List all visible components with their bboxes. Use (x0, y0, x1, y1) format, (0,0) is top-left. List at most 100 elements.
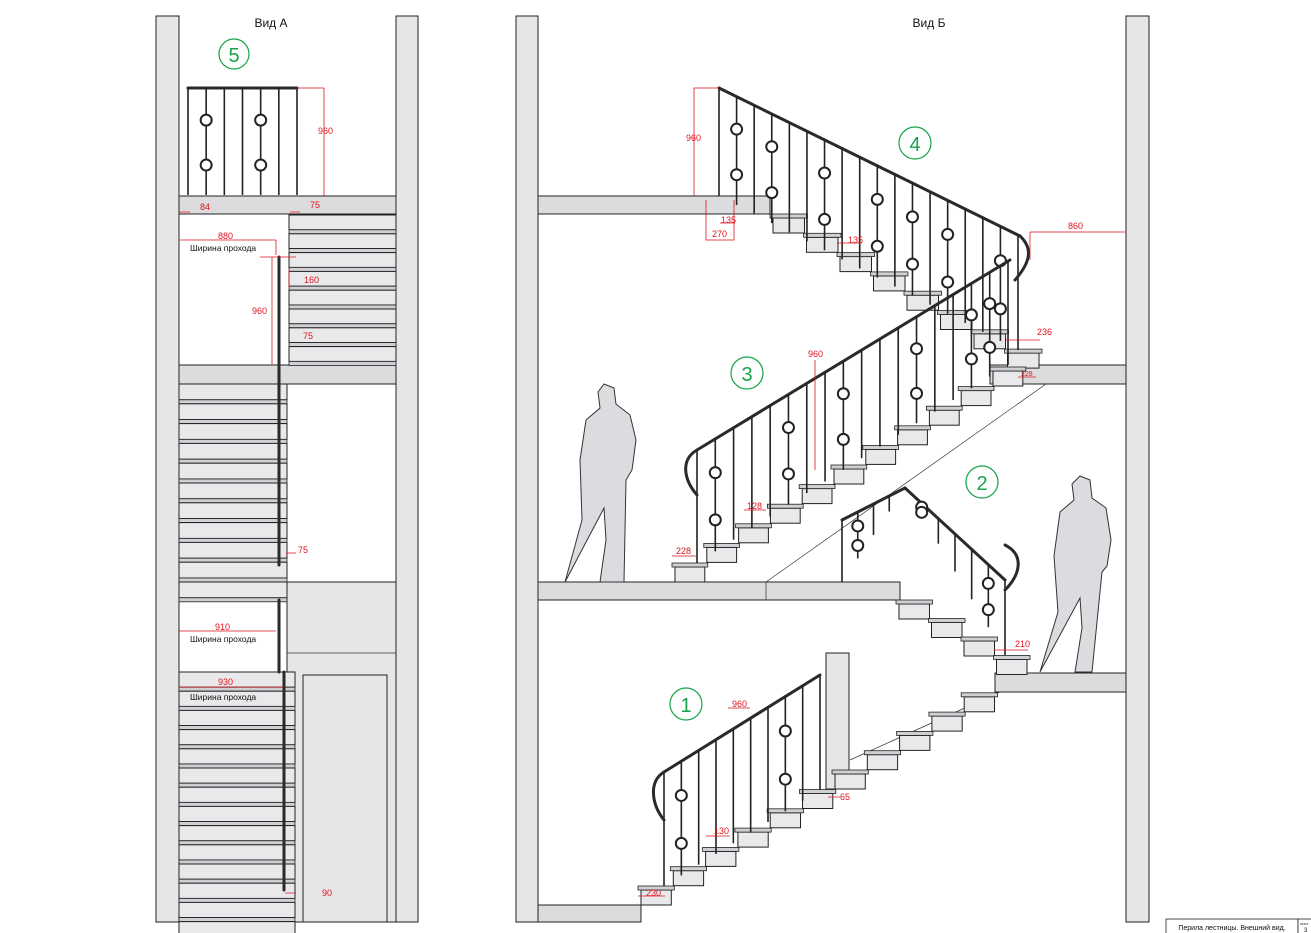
dim-a-84: 84 (200, 202, 210, 212)
stringer-line-3 (765, 383, 1047, 583)
railing-3-ring (708, 466, 722, 480)
wall-left-a (155, 15, 180, 923)
svg-text:5: 5 (228, 45, 239, 67)
step-flight-4-nosing (836, 252, 875, 258)
dim-b-960-3: 960 (808, 349, 823, 359)
railing-4-ring (941, 227, 955, 241)
step-flight-1-upper (963, 696, 996, 713)
step-flight-4 (1007, 352, 1040, 369)
railing-4-ring (905, 257, 919, 271)
mid-landing-a (178, 364, 397, 385)
dim-a-75-b: 75 (303, 331, 313, 341)
tread-a-lower-nosing (178, 878, 296, 884)
step-flight-3 (833, 468, 865, 485)
step-flight-3-nosing (894, 425, 931, 431)
top-landing-a (178, 195, 397, 215)
step-flight-4 (873, 275, 906, 292)
human-figure-right (1039, 475, 1112, 673)
dim-b-128: 128 (747, 501, 762, 511)
tread-a-lower-nosing (178, 725, 296, 730)
top-landing-b (537, 195, 771, 215)
railing-5-ring (199, 113, 213, 127)
tread-a-middle-nosing (178, 498, 288, 504)
steps (178, 213, 1043, 933)
tread-a-middle-nosing (178, 538, 288, 543)
railing-4-handrail (717, 86, 1022, 238)
railing-4-ring (730, 122, 744, 136)
step-flight-4-nosing (1004, 348, 1043, 354)
railing-3-ring (836, 387, 850, 401)
dim-b-860: 860 (1068, 221, 1083, 231)
section-marker-3: 3 (730, 356, 764, 390)
step-flight-1-upper (931, 715, 963, 732)
railing-1-volute (652, 770, 666, 822)
railing-4-ring (818, 212, 832, 226)
tread-a-upper (288, 233, 397, 250)
step-flight-3-nosing (767, 503, 804, 509)
step-flight-3-nosing (671, 562, 709, 568)
section-marker-4: 4 (898, 126, 932, 160)
tread-a-lower-nosing (178, 706, 296, 711)
tread-a-upper-nosing (288, 304, 397, 310)
dim-a-75-c: 75 (298, 545, 308, 555)
tread-a-middle (178, 423, 288, 440)
tread-a-lower-nosing (178, 898, 296, 903)
dim-b-236: 236 (1037, 327, 1052, 337)
railing-4-ring (941, 275, 955, 289)
tread-a-upper-nosing (288, 229, 397, 235)
railing-3-ring (708, 513, 722, 527)
tread-a-middle-nosing (178, 399, 288, 405)
mid-slab-b (537, 581, 901, 601)
tread-a-upper (288, 289, 397, 306)
railing-4-volute (1013, 234, 1030, 282)
step-flight-1-upper (899, 734, 931, 751)
landing-1-b (994, 672, 1127, 693)
dimension-lines-a (179, 87, 325, 894)
tread-a-middle-nosing (178, 577, 288, 583)
dim-a-930: 930 (218, 677, 233, 687)
tread-a-lower (178, 748, 296, 765)
svg-text:4: 4 (909, 134, 920, 156)
step-flight-3 (992, 370, 1024, 387)
railing-1-ring (674, 836, 688, 850)
tread-a-upper-nosing (288, 342, 397, 348)
dim-b-228: 228 (676, 546, 691, 556)
dim-a-160: 160 (304, 275, 319, 285)
dim-b-228-top: 228 (1021, 371, 1033, 378)
step-flight-3 (928, 409, 960, 426)
ground-b (537, 904, 642, 923)
step-flight-4-nosing (870, 271, 909, 277)
tread-a-middle (178, 403, 288, 421)
tread-a-lower-nosing (178, 917, 296, 922)
railing-5-ring (254, 158, 268, 172)
step-flight-1-upper-nosing (831, 769, 869, 775)
tread-a-middle (178, 442, 288, 460)
tread-a-lower (178, 901, 296, 919)
tread-a-lower-nosing (178, 802, 296, 807)
railing-3-ring (983, 297, 997, 311)
tread-a-middle (178, 502, 288, 520)
step-flight-1-upper-nosing (960, 692, 998, 698)
railing-4-ring (730, 168, 744, 182)
tread-a-middle-nosing (178, 478, 288, 484)
dim-b-960-1: 960 (732, 699, 747, 709)
step-flight-2 (931, 622, 963, 638)
step-flight-4 (806, 236, 839, 253)
railing-1-handrail (662, 673, 822, 774)
step-flight-2-nosing (993, 655, 1031, 660)
dimension-lines-b (638, 87, 1126, 897)
drawing-title: Перила лестницы. Внешний вид. (1178, 924, 1285, 932)
step-flight-4-nosing (903, 290, 942, 296)
tread-a-lower-nosing (178, 821, 296, 826)
step-flight-3-nosing (830, 464, 868, 470)
dim-a-910: 910 (215, 622, 230, 632)
tread-a-middle-nosing (178, 438, 288, 444)
svg-text:2: 2 (976, 473, 987, 495)
railing-2-right-ring (915, 505, 929, 519)
step-flight-3 (674, 566, 706, 583)
tread-a-middle-nosing (178, 419, 288, 425)
wall-left-b (515, 15, 539, 923)
section-marker-2: 2 (965, 465, 999, 499)
step-flight-3 (738, 527, 769, 544)
